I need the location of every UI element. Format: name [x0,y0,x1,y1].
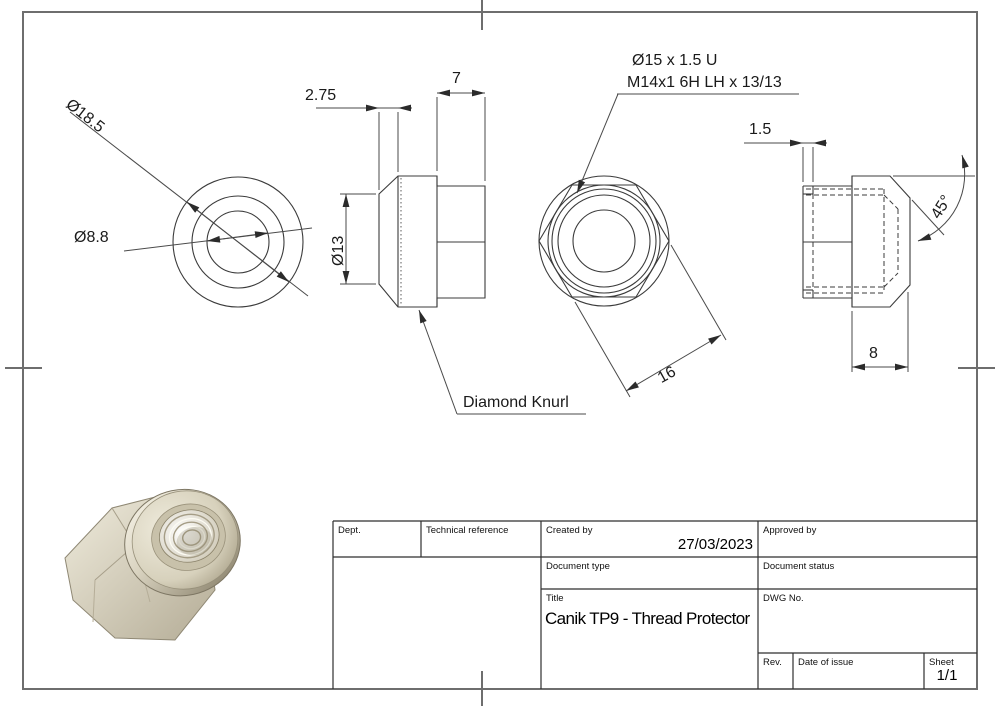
dept-label: Dept. [338,525,361,536]
dim-chamfer-width: 2.75 [305,87,337,104]
date-of-issue-label: Date of issue [798,657,854,668]
thread-note-line2: M14x1 6H LH x 13/13 [627,74,782,91]
hex-view-dimensions [574,93,799,398]
right-side-view-dimensions [744,139,975,372]
knurl-note: Diamond Knurl [463,394,569,411]
knurled-cap [124,488,241,597]
hex-view [538,175,670,307]
dim-hex-length: 7 [452,70,461,87]
sheet-value: 1/1 [936,667,958,684]
title-block-grid [332,520,977,689]
dwg-no-label: DWG No. [763,593,804,604]
knurl-leader [418,309,586,415]
hidden-thread-lines [806,188,899,294]
left-side-view [378,175,486,308]
sheet-label: Sheet [929,657,954,668]
thread-note-line1: Ø15 x 1.5 U [632,52,718,69]
document-type-label: Document type [546,561,610,572]
created-by-label: Created by [546,525,593,536]
title-label: Title [546,593,564,604]
dim-cap-length: 8 [869,345,878,362]
drawing-title: Canik TP9 - Thread Protector [545,609,750,628]
part-3d-preview [64,488,241,641]
sheet-frame [5,0,995,706]
front-view-dimensions [69,111,313,297]
created-date: 27/03/2023 [677,536,753,553]
approved-by-label: Approved by [763,525,817,536]
dim-bore-diameter: Ø8.8 [74,229,109,246]
thread-bore [159,509,220,563]
dim-face-diameter: Ø13 [330,235,347,266]
right-side-view [802,175,911,308]
document-status-label: Document status [763,561,835,572]
technical-reference-label: Technical reference [426,525,509,536]
rev-label: Rev. [763,657,782,668]
dim-relief-width: 1.5 [749,121,772,138]
left-side-view-dimensions [316,89,486,285]
